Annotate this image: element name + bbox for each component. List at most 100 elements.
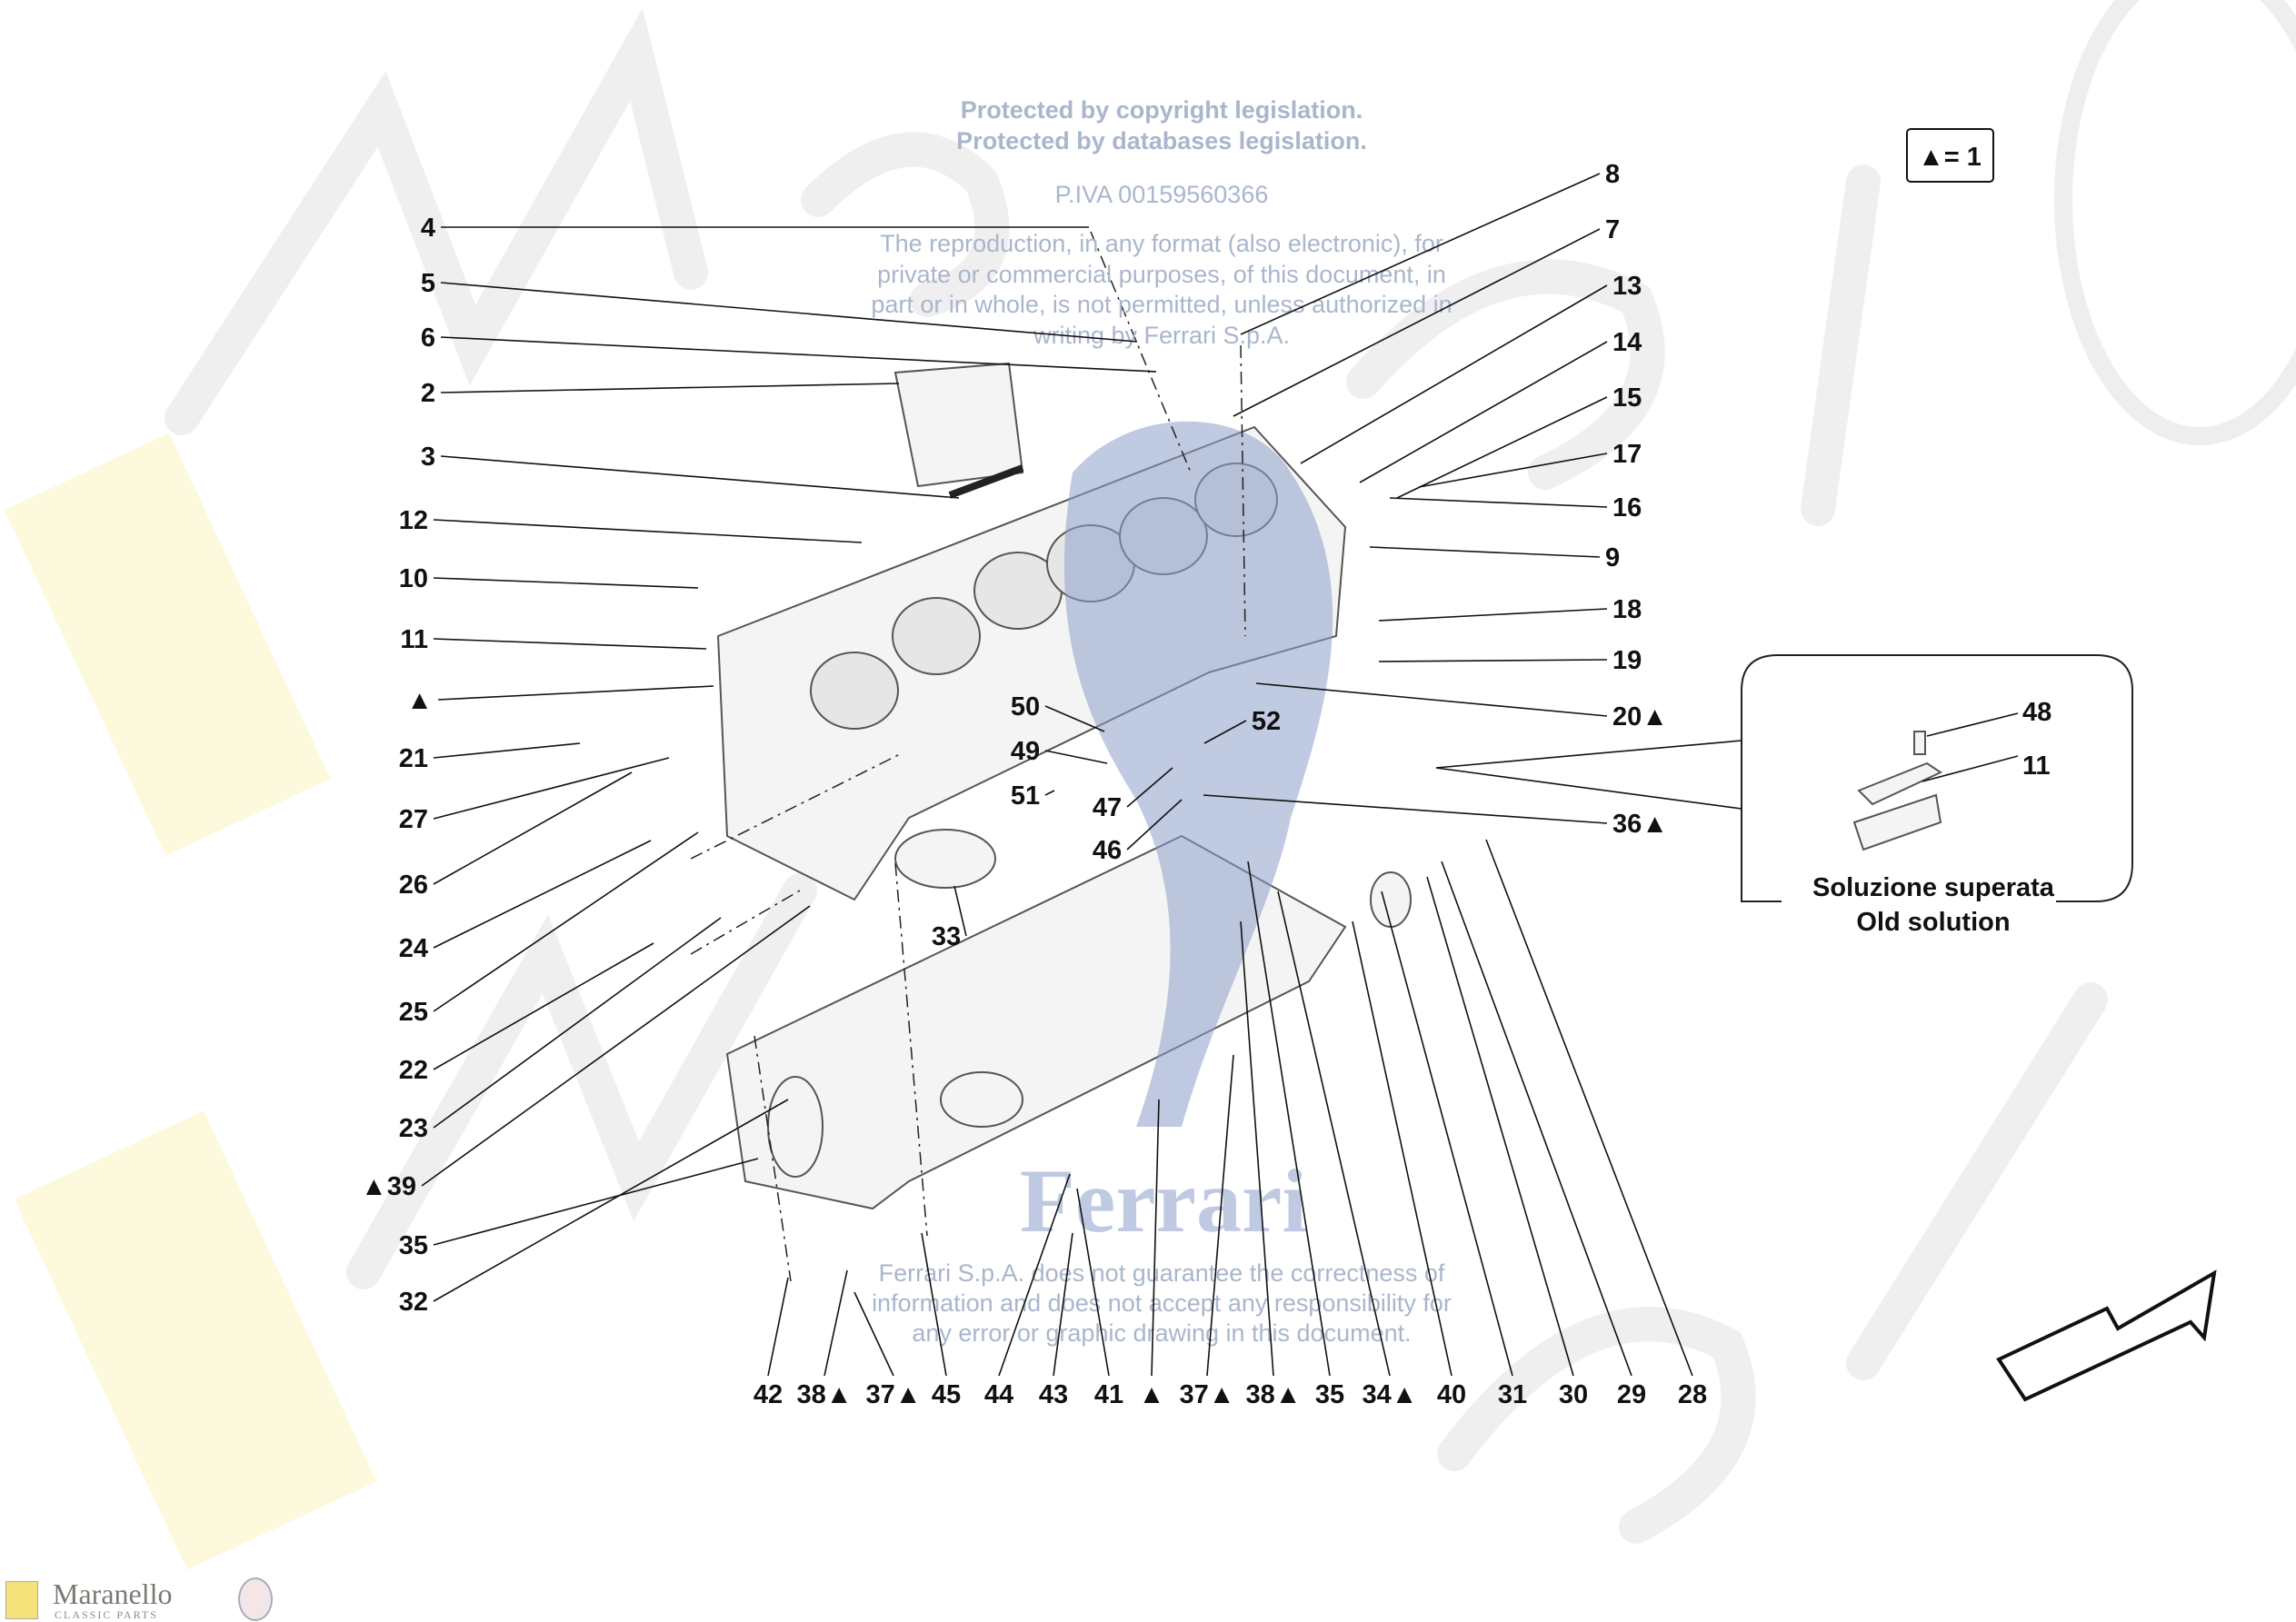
callout-right-8: 8: [1605, 160, 1620, 189]
leader-line: [1053, 1232, 1073, 1377]
leader-line: [921, 1232, 947, 1377]
callout-left-22: 22: [399, 1056, 428, 1085]
callout-bottom-30: 30: [1559, 1380, 1588, 1409]
old-solution-inset: 48 11 Soluzione superata Old solution: [1435, 654, 2133, 937]
callout-bottom-38tri: 38▲: [797, 1380, 853, 1409]
callout-left-11: 11: [400, 625, 428, 654]
leader-line: [1277, 891, 1391, 1377]
callout-left-25: 25: [399, 998, 428, 1027]
cylinder-liner: [893, 362, 1024, 499]
callout-labels: 45623121011▲21272624252223▲3935328713141…: [361, 160, 1707, 1409]
logo-subtitle: CLASSIC PARTS: [55, 1608, 158, 1621]
leader-line: [1359, 341, 1608, 483]
leader-line: [1126, 799, 1183, 851]
callout-right-19: 19: [1612, 646, 1642, 675]
leader-line: [433, 1099, 789, 1302]
callout-left-32: 32: [399, 1288, 428, 1317]
leader-line: [1485, 839, 1693, 1377]
leader-line: [1240, 920, 1274, 1377]
leader-line: [1300, 284, 1608, 464]
leader-line: [1240, 173, 1601, 335]
reproduction-line-1: The reproduction, in any format (also el…: [880, 230, 1443, 257]
leader-line: [433, 831, 699, 1012]
leader-line: [1233, 228, 1601, 417]
leader-line: [998, 1173, 1071, 1377]
copyright-line-1: Protected by copyright legislation.: [961, 96, 1363, 124]
callout-left-12: 12: [399, 506, 428, 535]
leader-line: [1396, 396, 1608, 499]
callout-bottom-38tri: 38▲: [1246, 1380, 1302, 1409]
callout-right-36tri: 36▲: [1612, 810, 1668, 839]
inset-caption-it: Soluzione superata: [1812, 873, 2055, 902]
reproduction-line-4: writing by Ferrari S.p.A.: [1033, 322, 1290, 349]
callout-right-18: 18: [1612, 595, 1642, 624]
orientation-arrow-icon: [1996, 1269, 2217, 1402]
leader-line: [1378, 608, 1608, 622]
callout-bottom-tri: ▲: [1139, 1380, 1165, 1409]
o-ring-33: [894, 829, 996, 889]
leader-line: [433, 1158, 759, 1246]
callout-right-15: 15: [1612, 383, 1642, 413]
callout-inner-47: 47: [1093, 793, 1122, 822]
leader-line: [854, 1291, 894, 1377]
leader-line: [1206, 1054, 1234, 1377]
leader-line: [1352, 920, 1452, 1377]
leader-line: [1076, 1188, 1110, 1377]
callout-right-20tri: 20▲: [1612, 702, 1668, 731]
leader-line: [1203, 794, 1608, 824]
leader-line: [433, 638, 707, 650]
callout-left-10: 10: [399, 564, 428, 593]
callout-right-7: 7: [1605, 215, 1620, 244]
leader-line: [440, 336, 1157, 373]
leader-line: [824, 1269, 848, 1377]
inset-callout-48: 48: [2022, 698, 2051, 727]
leader-line: [767, 1277, 789, 1377]
callout-bottom-45: 45: [932, 1380, 961, 1409]
callout-bottom-41: 41: [1094, 1380, 1123, 1409]
reproduction-line-3: part or in whole, is not permitted, unle…: [871, 291, 1452, 318]
callout-left-3: 3: [421, 443, 435, 472]
callout-bottom-42: 42: [754, 1380, 783, 1409]
leader-line: [433, 519, 863, 543]
callout-left-24: 24: [399, 934, 428, 963]
rear-seal: [767, 1076, 824, 1178]
disclaimer-line-3: any error or graphic drawing in this doc…: [912, 1319, 1411, 1347]
leader-line: [1426, 876, 1574, 1377]
callout-bottom-37tri: 37▲: [1180, 1380, 1235, 1409]
callout-inner-50: 50: [1011, 692, 1040, 721]
leader-line: [440, 282, 1138, 343]
leader-line: [433, 840, 652, 949]
inset-caption-en: Old solution: [1856, 908, 2010, 937]
ferrari-shield-watermark-2: [14, 1110, 377, 1570]
copyright-notice: Protected by copyright legislation. Prot…: [871, 96, 1452, 1347]
callout-right-16: 16: [1612, 493, 1642, 522]
disclaimer-line-2: information and does not accept any resp…: [872, 1289, 1452, 1317]
callout-right-17: 17: [1612, 440, 1642, 469]
leader-line: [1044, 705, 1105, 732]
leader-line: [440, 455, 960, 499]
leader-line: [1441, 861, 1632, 1377]
leader-line: [433, 917, 722, 1129]
callout-left-21: 21: [399, 744, 428, 773]
leader-line: [1126, 767, 1173, 808]
leader-line: [433, 742, 581, 759]
ferrari-shield-icon: [5, 1581, 38, 1619]
ferrari-horse-watermark: Ferrari: [1020, 421, 1333, 1251]
bearing-31: [1370, 871, 1412, 928]
callout-bottom-34tri: 34▲: [1363, 1380, 1418, 1409]
leader-line: [1389, 497, 1608, 508]
callout-right-13: 13: [1612, 272, 1642, 301]
ferrari-logo-watermark: Ferrari: [1020, 1150, 1307, 1251]
logo-name: Maranello: [53, 1577, 173, 1610]
leader-line: [440, 383, 900, 393]
callout-bottom-28: 28: [1678, 1380, 1707, 1409]
callout-left-4: 4: [421, 214, 435, 243]
leader-line: [437, 685, 714, 701]
callout-inner-46: 46: [1093, 836, 1122, 865]
callout-bottom-31: 31: [1498, 1380, 1527, 1409]
maserati-badge-watermark: [2054, 0, 2296, 445]
callout-bottom-35: 35: [1315, 1380, 1344, 1409]
ferrari-shield-watermark: [4, 433, 331, 856]
